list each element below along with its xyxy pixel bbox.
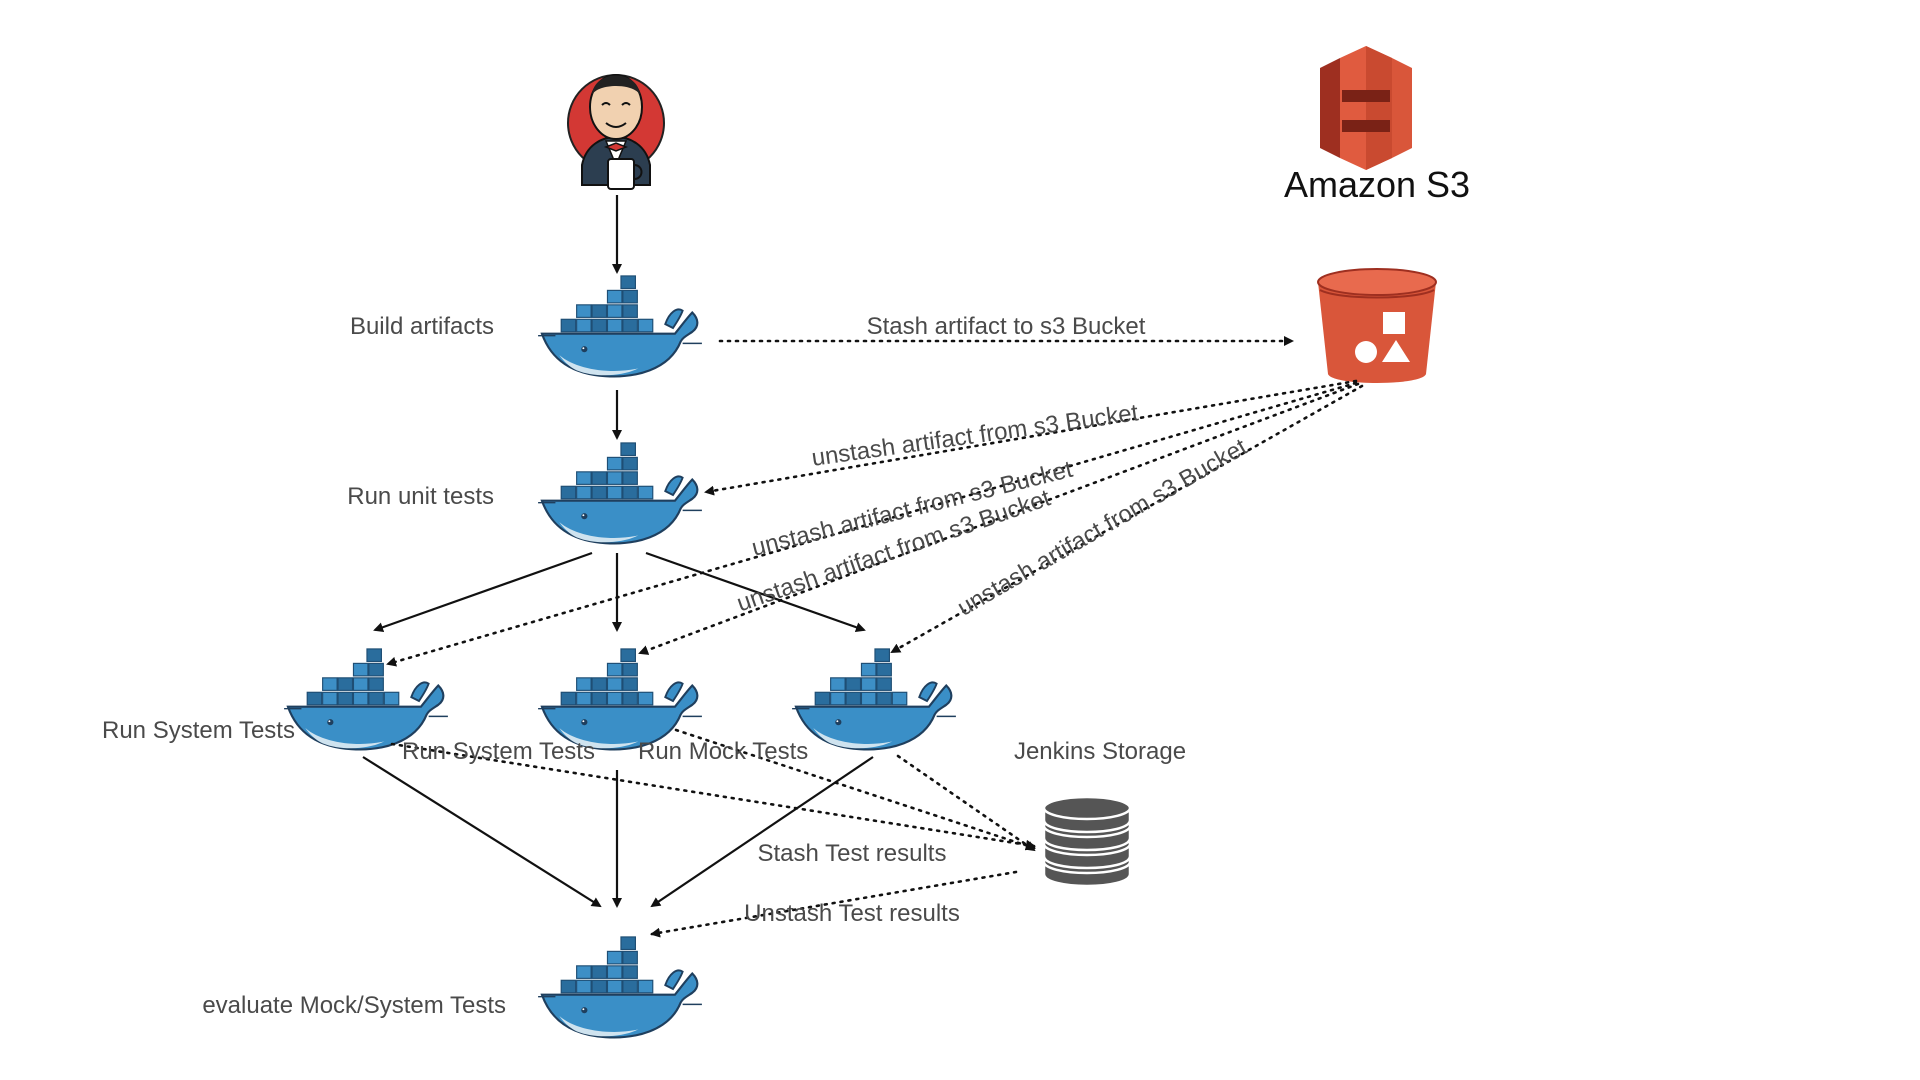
docker-whale-icon-build [538,274,702,378]
docker-whale-icon-system-b [538,647,702,751]
edge-label-unstash-results: Unstash Test results [744,900,960,927]
docker-whale-icon-mock [792,647,956,751]
amazon-s3-logo-icon [1320,46,1412,170]
s3-bucket-icon [1317,268,1437,383]
stage-label-mock: Run Mock Tests [638,738,808,765]
amazon-s3-label: Amazon S3 [1284,164,1470,205]
edge-label-unstash-unit: unstash artifact from s3 Bucket [810,399,1140,472]
stage-label-evaluate: evaluate Mock/System Tests [202,992,506,1019]
docker-whale-icon-system-a [284,647,448,751]
pipeline-flow-arrows [362,195,874,908]
stage-label-unit: Run unit tests [347,483,494,510]
artifact-transfer-arrows [386,336,1364,938]
stage-label-system-a: Run System Tests [102,717,295,744]
docker-whale-icon-evaluate [538,935,702,1039]
edge-label-stash-s3: Stash artifact to s3 Bucket [867,313,1146,340]
stage-label-system-b: Run System Tests [402,738,595,765]
storage-label: Jenkins Storage [1014,738,1186,765]
stage-label-build: Build artifacts [350,313,494,340]
jenkins-butler-icon [567,74,665,190]
docker-whale-icon-unit [538,441,702,545]
edge-label-stash-results: Stash Test results [758,840,947,867]
database-stack-icon [1042,795,1132,888]
